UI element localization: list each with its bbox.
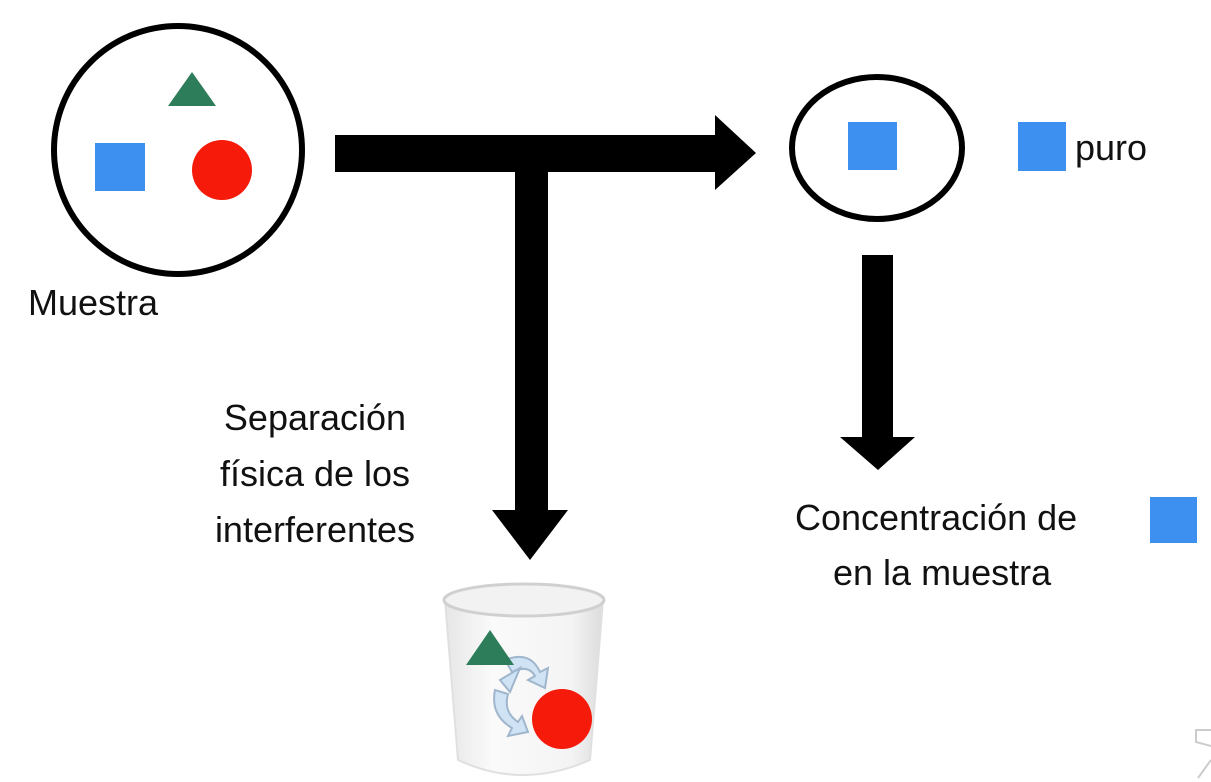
concentration-line-1: Concentración de [795,497,1077,538]
waste-triangle [466,630,514,665]
separation-line-3: interferentes [215,509,415,550]
sample-circle [51,23,305,277]
sample-label: Muestra [28,282,159,323]
concentration-square [1150,497,1197,543]
separation-line-2: física de los [220,453,410,494]
legend-square [1018,122,1066,171]
arrow-down-to-waste [492,172,568,560]
pure-analyte-square [848,122,897,170]
recycle-icon [493,656,550,738]
sample-group: Muestra [28,23,305,323]
waste-circle [532,689,592,749]
pure-label: puro [1075,127,1147,168]
concentration-line-2: en la muestra [833,552,1052,593]
separation-label: Separación física de los interferentes [215,397,415,550]
arrow-right [335,115,756,190]
arrow-down-to-concentration [840,255,915,470]
interferent-circle [192,140,252,200]
separation-line-1: Separación [224,397,406,438]
trash-bin-icon [442,582,606,776]
interferent-triangle [168,72,216,106]
arrows [335,115,915,560]
concentration-label: Concentración de en la muestra [795,497,1197,593]
pure-circle [789,74,965,222]
pure-analyte-group: puro [789,74,1147,222]
analyte-square [95,143,145,191]
corner-mark-icon [1195,729,1211,779]
